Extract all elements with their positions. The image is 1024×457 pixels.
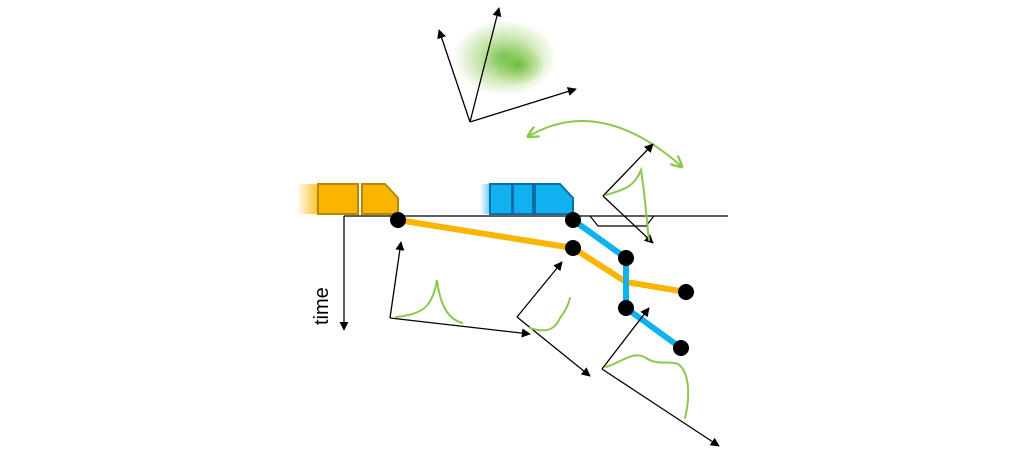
joint-axis-2 xyxy=(469,7,502,123)
node xyxy=(618,250,634,266)
distribution-4 xyxy=(601,307,720,447)
distribution-3 xyxy=(516,261,591,377)
distribution-2 xyxy=(389,241,531,338)
train-a-car-1 xyxy=(317,183,359,215)
node xyxy=(618,300,634,316)
train-b xyxy=(480,183,574,215)
joint-distribution-blob-core xyxy=(492,45,544,85)
train-b-car-1 xyxy=(489,183,513,215)
train-a xyxy=(296,183,399,215)
track-dip xyxy=(589,215,655,227)
distribution-1 xyxy=(602,143,654,244)
node xyxy=(390,212,406,228)
joint-axis-1 xyxy=(437,29,471,123)
node xyxy=(565,212,581,228)
joint-distribution-group xyxy=(437,7,577,123)
joint-axis-3 xyxy=(469,87,577,123)
train-b-car-3 xyxy=(534,183,574,215)
train-a-path xyxy=(397,217,687,295)
double-arrow-icon xyxy=(529,120,681,166)
node xyxy=(565,240,581,256)
train-a-car-2 xyxy=(361,183,399,215)
time-axis: time xyxy=(311,216,349,331)
node xyxy=(673,340,689,356)
node xyxy=(678,284,694,300)
train-b-path xyxy=(571,217,683,351)
nodes xyxy=(390,212,694,356)
train-b-car-2 xyxy=(512,183,534,215)
time-axis-label: time xyxy=(311,287,333,325)
